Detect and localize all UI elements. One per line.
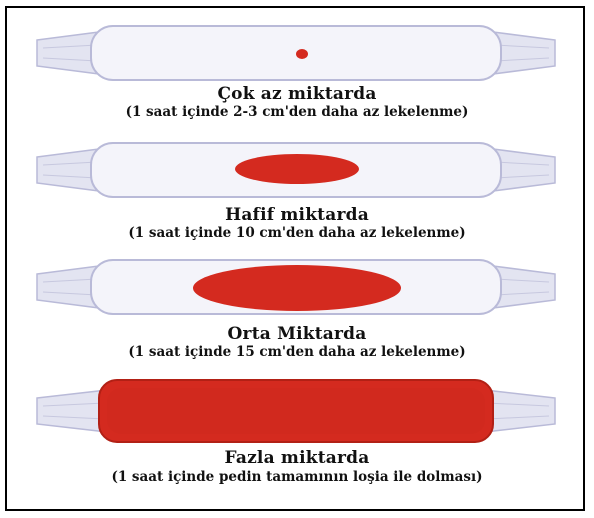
- pad-very-light: [7, 18, 587, 88]
- pad-left-wing: [37, 149, 99, 191]
- pad-heavy: [7, 376, 587, 446]
- pad-left-wing: [37, 266, 99, 308]
- level-title-3: Orta Miktarda: [7, 324, 587, 344]
- level-title-4: Fazla miktarda: [7, 448, 587, 468]
- pad-left-wing: [37, 32, 99, 74]
- pad-right-wing: [493, 149, 555, 191]
- stain-spot: [296, 49, 308, 59]
- level-subtitle-1: (1 saat içinde 2-3 cm'den daha az lekele…: [7, 104, 587, 120]
- pad-right-wing: [493, 266, 555, 308]
- diagram-frame: Çok az miktarda (1 saat içinde 2-3 cm'de…: [5, 6, 585, 511]
- stain-spot: [193, 265, 401, 311]
- pad-right-wing: [493, 32, 555, 74]
- pad-right-wing: [485, 390, 555, 432]
- pad-moderate: [7, 252, 587, 322]
- pad-soak-texture: [107, 388, 485, 434]
- pad-light: [7, 135, 587, 205]
- level-subtitle-4: (1 saat içinde pedin tamamının loşia ile…: [7, 469, 587, 485]
- level-subtitle-3: (1 saat içinde 15 cm'den daha az lekelen…: [7, 344, 587, 360]
- pad-left-wing: [37, 390, 107, 432]
- stain-spot: [235, 154, 359, 184]
- pad-body: [91, 26, 501, 80]
- level-title-1: Çok az miktarda: [7, 84, 587, 104]
- level-title-2: Hafif miktarda: [7, 205, 587, 225]
- level-subtitle-2: (1 saat içinde 10 cm'den daha az lekelen…: [7, 225, 587, 241]
